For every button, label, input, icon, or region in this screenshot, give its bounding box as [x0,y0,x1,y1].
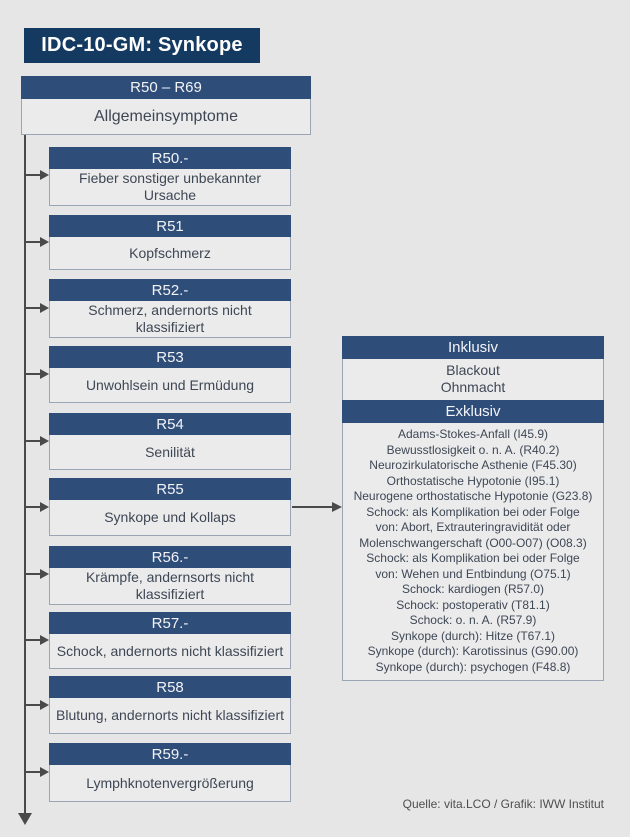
code-r57: R57.- [49,612,291,634]
list-line: Bewusstlosigkeit o. n. A. (R40.2) [386,442,560,457]
code-r52: R52.- [49,279,291,301]
branch-arrow-r57-icon [24,635,49,645]
list-line: Neurogene orthostatische Hypotonie (G23.… [353,489,593,503]
branch-arrow-r58-icon [24,700,49,710]
label-r56: Krämpfe, andernsorts nicht klassifiziert [49,568,291,605]
branch-arrow-r56-icon [24,569,49,579]
label-r57: Schock, andernorts nicht klassifiziert [49,634,291,669]
branch-arrow-r53-icon [24,369,49,379]
branch-arrow-r51-icon [24,237,49,247]
root-code: R50 – R69 [21,76,311,99]
code-r56: R56.- [49,546,291,568]
code-box-r54: R54 Senilität [49,413,291,470]
label-r58: Blutung, andernorts nicht klassifiziert [49,698,291,734]
branch-arrow-r59-icon [24,767,49,777]
code-r59: R59.- [49,743,291,765]
list-line: Schock: kardiogen (R57.0) [401,582,545,596]
code-box-r57: R57.- Schock, andernorts nicht klassifiz… [49,612,291,669]
branch-arrow-r50-icon [24,170,49,180]
label-r53: Unwohlsein und Ermüdung [49,368,291,403]
code-r54: R54 [49,413,291,435]
list-line: Blackout [446,362,500,378]
label-r54: Senilität [49,435,291,470]
list-line: Adams-Stokes-Anfall (I45.9) [397,427,549,441]
branch-arrow-r54-icon [24,436,49,446]
list-line: Schock: als Komplikation bei oder Folge [366,551,580,565]
branch-arrow-r55-icon [24,502,49,512]
label-r51: Kopfschmerz [49,237,291,270]
exklusiv-header: Exklusiv [342,400,604,423]
code-box-r56: R56.- Krämpfe, andernsorts nicht klassif… [49,546,291,605]
list-line: Molenschwangerschaft (O00-O07) (O08.3) [359,535,587,550]
code-box-r55: R55 Synkope und Kollaps [49,478,291,536]
list-line: Schock: o. n. A. (R57.9) [409,613,537,627]
list-line: Synkope (durch): Karotissinus (G90.00) [367,644,579,658]
code-r55: R55 [49,478,291,500]
code-box-r58: R58 Blutung, andernorts nicht klassifizi… [49,676,291,734]
source-credit: Quelle: vita.LCO / Grafik: IWW Institut [402,797,604,811]
label-r55: Synkope und Kollaps [49,500,291,536]
r55-detail-arrow-icon [292,502,342,512]
trunk-line [24,135,26,815]
code-r58: R58 [49,676,291,698]
list-line: von: Abort, Extrauteringravidität oder [375,520,571,534]
trunk-arrow-down-icon [18,813,32,825]
code-box-r50: R50.- Fieber sonstiger unbekannter Ursac… [49,147,291,206]
code-r51: R51 [49,215,291,237]
code-r50: R50.- [49,147,291,169]
list-line: Neurozirkulatorische Asthenie (F45.30) [369,458,577,472]
list-line: Schock: als Komplikation bei oder Folge [366,504,580,519]
exklusiv-list: Adams-Stokes-Anfall (I45.9)Bewusstlosigk… [342,423,604,681]
code-box-r52: R52.- Schmerz, andernorts nicht klassifi… [49,279,291,338]
code-r53: R53 [49,346,291,368]
root-label: Allgemeinsymptome [21,99,311,135]
list-line: von: Wehen und Entbindung (O75.1) [375,566,571,581]
list-line: Synkope (durch): psychogen (F48.8) [375,659,571,674]
label-r59: Lymphknotenvergrößerung [49,765,291,802]
list-line: Synkope (durch): Hitze (T67.1) [390,628,556,643]
code-box-r51: R51 Kopfschmerz [49,215,291,270]
branch-arrow-r52-icon [24,303,49,313]
inklusiv-header: Inklusiv [342,336,604,359]
label-r52: Schmerz, andernorts nicht klassifiziert [49,301,291,338]
list-line: Ohnmacht [440,379,506,395]
code-box-r53: R53 Unwohlsein und Ermüdung [49,346,291,403]
list-line: Schock: postoperativ (T81.1) [396,597,550,612]
code-box-r59: R59.- Lymphknotenvergrößerung [49,743,291,802]
root-code-box: R50 – R69 Allgemeinsymptome [21,76,311,135]
label-r50: Fieber sonstiger unbekannter Ursache [49,169,291,206]
list-line: Orthostatische Hypotonie (I95.1) [386,473,560,488]
page-title: IDC-10-GM: Synkope [24,28,260,63]
